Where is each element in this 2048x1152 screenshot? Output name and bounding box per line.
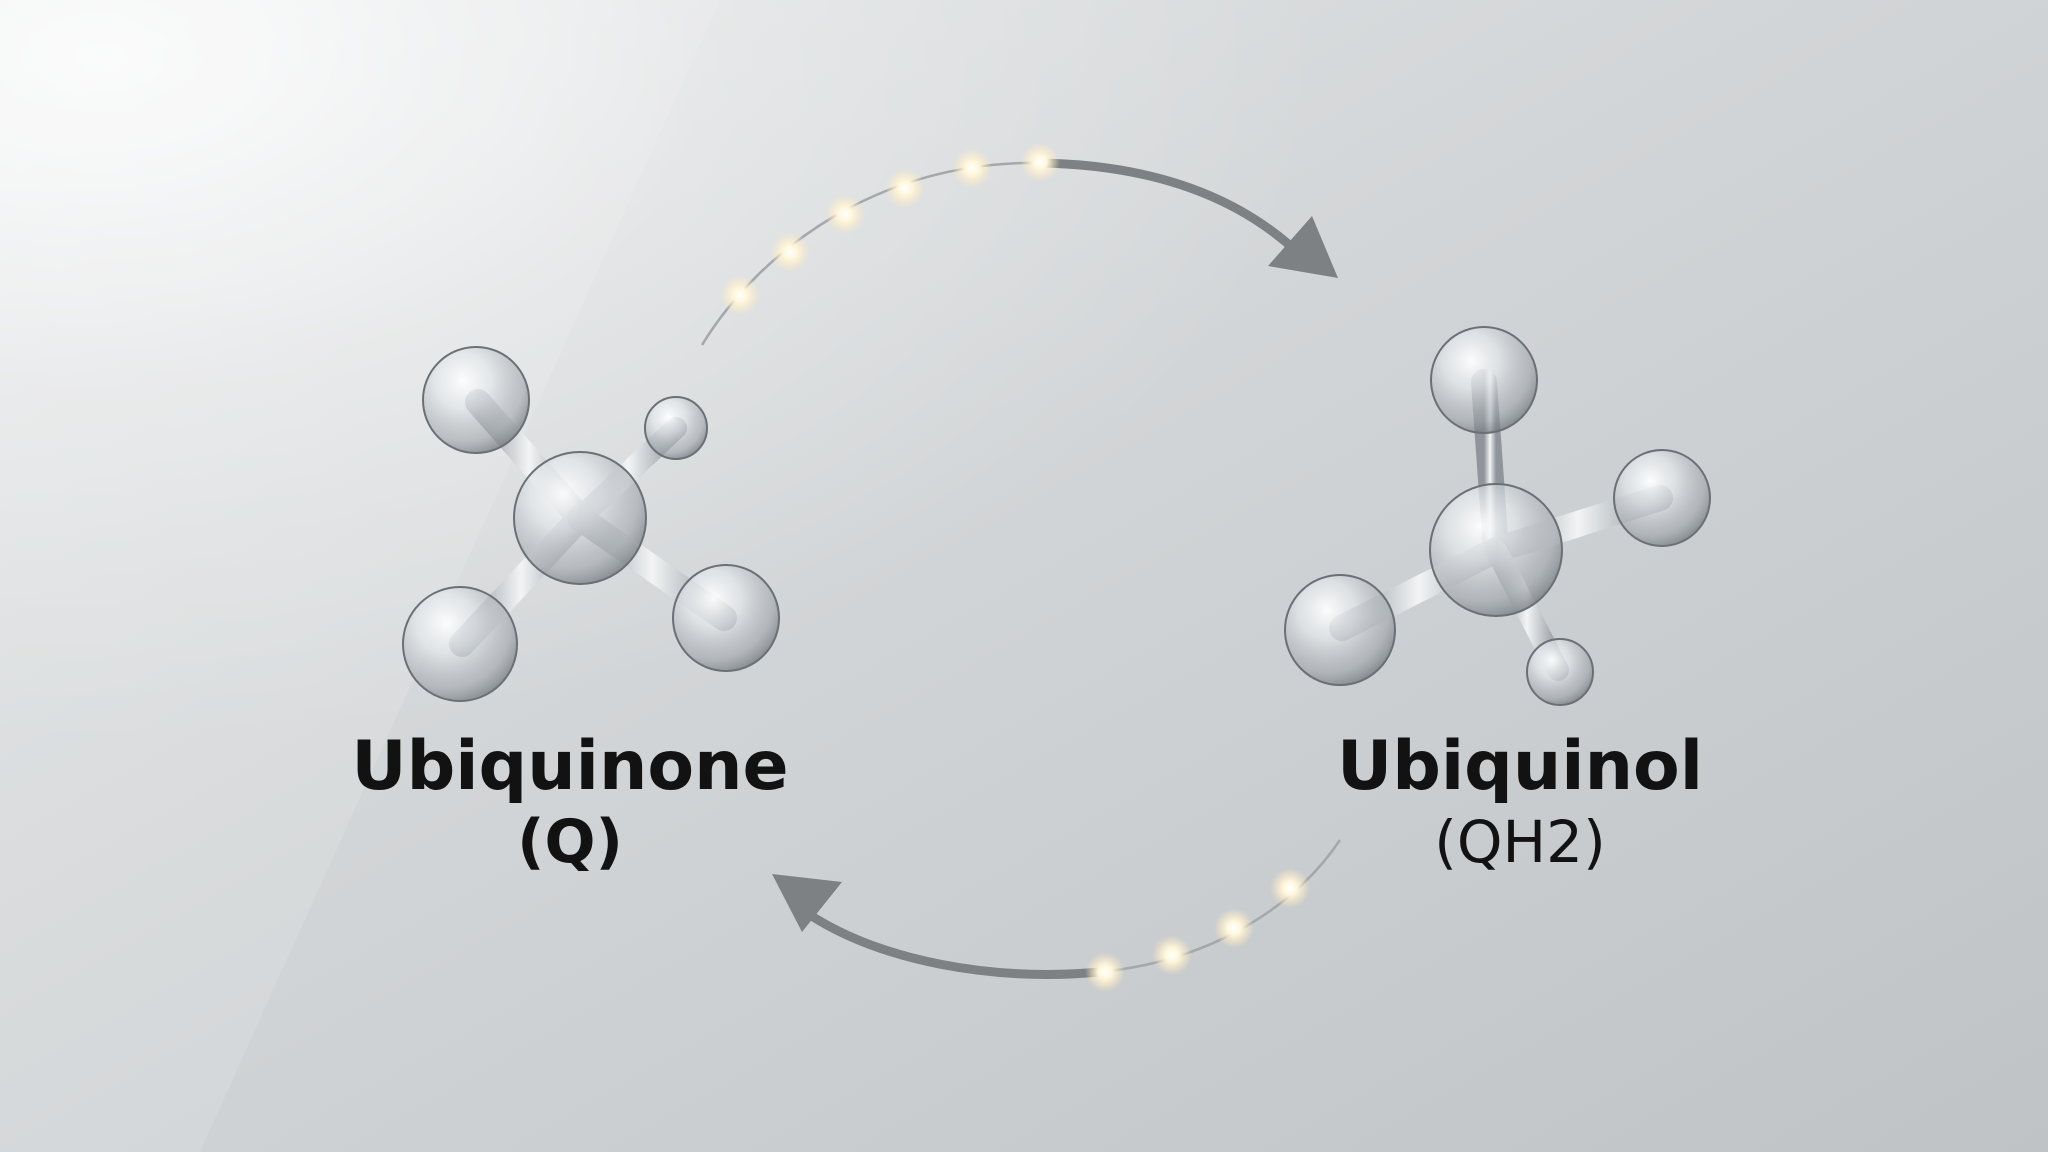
atom [672, 564, 780, 672]
electron-dot-icon [1085, 952, 1125, 992]
arrow-icon [772, 874, 842, 932]
electron-dot-icon [1020, 142, 1060, 182]
molecule-icon [402, 346, 780, 702]
atom-center [513, 451, 647, 585]
top-arrow-shaft [1035, 158, 1300, 255]
atom [1526, 638, 1594, 706]
atom [644, 396, 708, 460]
electron-dot-icon [770, 232, 810, 272]
bottom-arrow-shaft [805, 910, 1105, 979]
ubiquinone-name: Ubiquinone [351, 727, 789, 806]
atom [422, 346, 530, 454]
electron-dot-icon [1152, 935, 1192, 975]
atom [1284, 574, 1396, 686]
ubiquinol-name: Ubiquinol [1336, 727, 1704, 806]
ubiquinol-symbol: (QH2) [1434, 807, 1606, 876]
electron-dot-icon [1270, 868, 1310, 908]
electron-dots-top [720, 142, 1060, 315]
ubiquinone-symbol: (Q) [517, 806, 623, 877]
atom [402, 586, 518, 702]
atom-center [1429, 483, 1563, 617]
ubiquinone-label: Ubiquinone (Q) [330, 727, 810, 877]
atom [1613, 449, 1711, 547]
molecule-icon [1284, 326, 1711, 706]
electron-dot-icon [1214, 908, 1254, 948]
arrow-icon [1268, 216, 1338, 278]
electron-dot-icon [885, 168, 925, 208]
electron-dot-icon [952, 148, 992, 188]
atom [1430, 326, 1538, 434]
electron-dot-icon [720, 275, 760, 315]
ubiquinol-label: Ubiquinol (QH2) [1290, 727, 1750, 876]
electron-dot-icon [825, 194, 865, 234]
electron-dots-bottom [1085, 868, 1310, 992]
